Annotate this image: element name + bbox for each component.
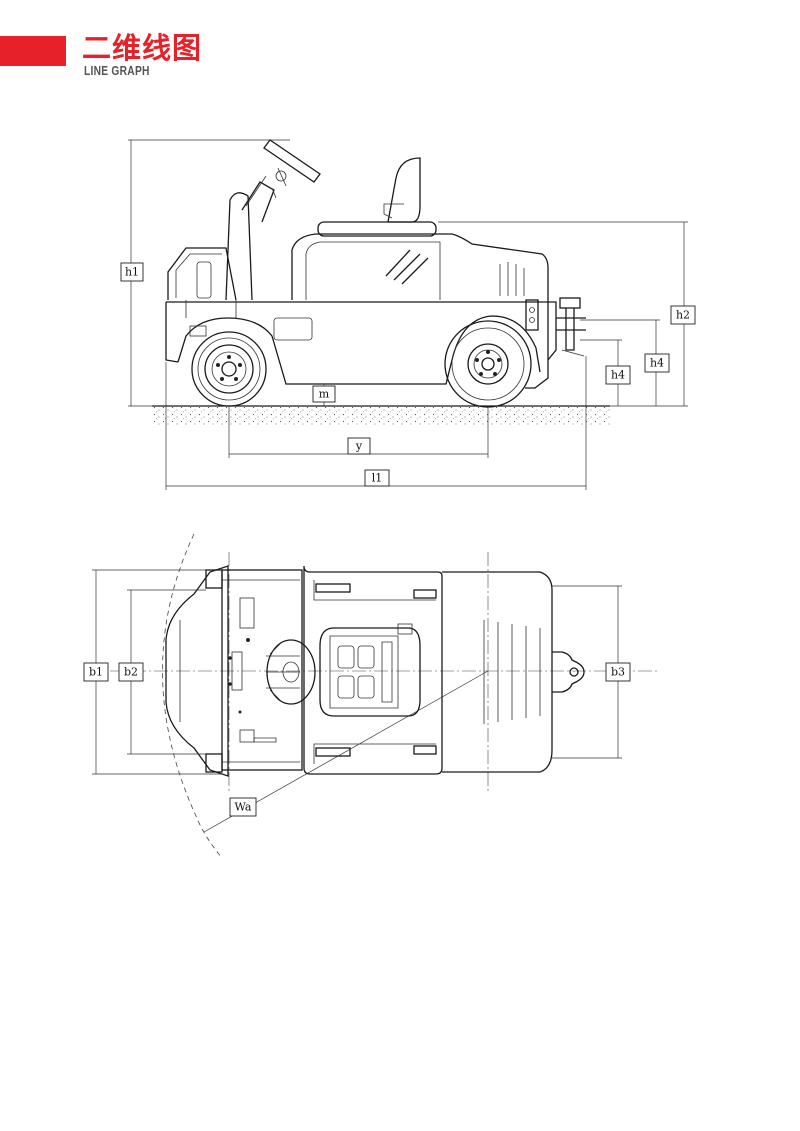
svg-text:b3: b3 [611, 666, 625, 679]
dimension-label-h4-inner: h4 [605, 365, 631, 385]
top-view: b1 b2 b3 Wa [83, 533, 660, 859]
dimension-label-b2: b2 [118, 662, 144, 682]
dimension-label-y: y [347, 437, 371, 455]
page-title: 二维线图 [82, 31, 203, 65]
svg-text:l1: l1 [372, 472, 383, 485]
page-subtitle: LINE GRAPH [84, 64, 150, 78]
svg-text:b2: b2 [124, 666, 138, 679]
svg-text:h2: h2 [676, 309, 690, 322]
dimension-label-b3: b3 [605, 662, 631, 682]
dimension-label-h2: h2 [670, 305, 696, 325]
dimension-label-l1: l1 [364, 469, 390, 487]
svg-text:h4: h4 [611, 369, 625, 382]
svg-text:y: y [355, 440, 363, 453]
side-view: h1 h2 h4 h4 m y l1 [120, 139, 696, 490]
dimension-label-m: m [312, 385, 336, 403]
svg-text:Wa: Wa [235, 801, 252, 814]
dimension-label-h1: h1 [120, 262, 144, 282]
svg-text:m: m [319, 388, 330, 401]
ground-hatch [152, 407, 610, 425]
svg-text:b1: b1 [89, 666, 103, 679]
body-outline [166, 301, 549, 389]
svg-text:h1: h1 [125, 266, 139, 279]
dimension-label-wa: Wa [229, 797, 257, 817]
dimension-label-b1: b1 [83, 662, 109, 682]
dimension-label-h4-outer: h4 [644, 353, 670, 373]
svg-text:h4: h4 [650, 357, 664, 370]
header-accent-bar [0, 36, 66, 66]
